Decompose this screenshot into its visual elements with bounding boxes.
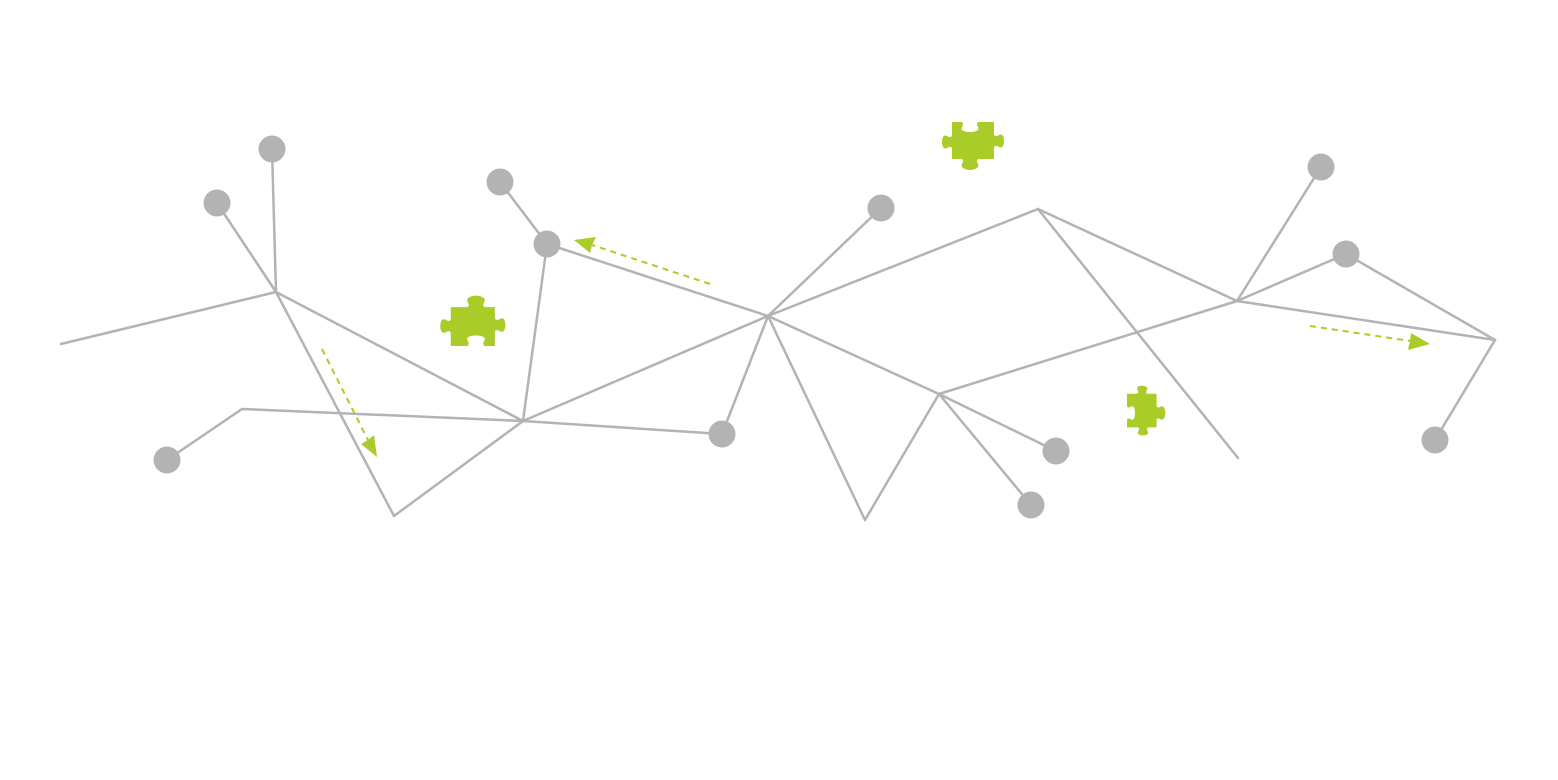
node (1042, 437, 1070, 465)
node (486, 168, 514, 196)
node (1332, 240, 1360, 268)
edge (521, 314, 770, 423)
edge (1344, 252, 1497, 342)
node (867, 194, 895, 222)
edge (165, 407, 244, 462)
edge (1235, 165, 1323, 303)
puzzle-piece-icon (440, 295, 506, 346)
node (203, 189, 231, 217)
dashed-arrow-icon (321, 348, 377, 457)
edge (937, 299, 1239, 396)
network-nodes (153, 135, 1449, 519)
edge (863, 392, 941, 522)
node (258, 135, 286, 163)
edge (392, 419, 525, 518)
edge (1036, 207, 1240, 460)
edge (240, 407, 525, 423)
edge (215, 201, 278, 294)
edge (1235, 252, 1348, 303)
puzzle-piece-icon (1127, 385, 1166, 436)
node (1017, 491, 1045, 519)
dashed-arrow-icon (1309, 325, 1430, 350)
node (708, 420, 736, 448)
edge (545, 242, 770, 318)
edge (766, 206, 883, 318)
node (1421, 426, 1449, 454)
edge (937, 392, 1033, 507)
edge (937, 392, 1058, 453)
edge (59, 290, 278, 346)
edge (1036, 207, 1239, 303)
edge (1433, 338, 1497, 442)
edge (274, 290, 525, 423)
edge (766, 207, 1040, 318)
node (153, 446, 181, 474)
dashed-arrow-icon (574, 237, 711, 285)
edge (521, 242, 549, 423)
node (1307, 153, 1335, 181)
edge (720, 314, 770, 436)
edge (270, 147, 278, 294)
puzzle-piece-icon (942, 122, 1004, 170)
node (533, 230, 561, 258)
network-edges (59, 147, 1497, 522)
edge (766, 314, 867, 522)
edge (1235, 299, 1497, 342)
edge (766, 314, 941, 396)
edge (521, 419, 724, 436)
edge (274, 290, 396, 518)
